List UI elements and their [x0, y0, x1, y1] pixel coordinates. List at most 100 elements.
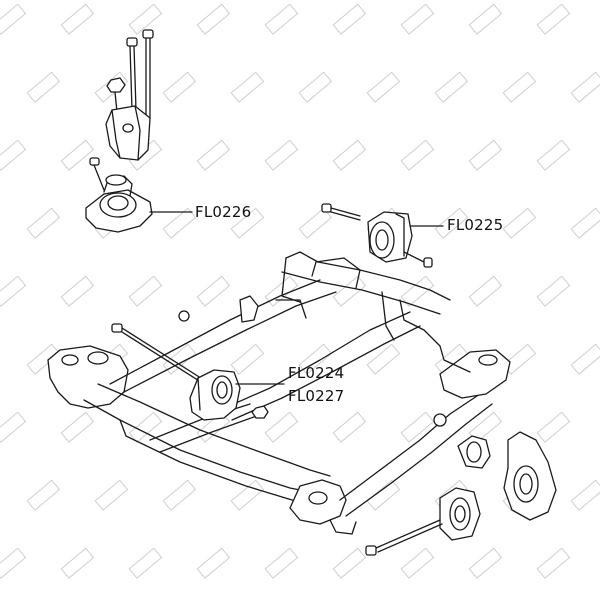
- watermark-frame: [570, 343, 600, 375]
- watermark-frame: [0, 3, 27, 35]
- watermark-frame: [162, 71, 197, 103]
- nut-icon: [106, 77, 126, 113]
- long-bolt-icon: [111, 323, 205, 385]
- watermark-stamp: [26, 71, 61, 103]
- watermark-stamp: [264, 139, 299, 171]
- watermark-stamp: [230, 343, 265, 375]
- watermark-stamp: [366, 343, 401, 375]
- watermark-stamp: [0, 3, 27, 35]
- watermark-frame: [434, 207, 469, 239]
- watermark-stamp: [332, 275, 367, 307]
- watermark-stamp: [60, 411, 95, 443]
- watermark-stamp: [94, 479, 129, 511]
- watermark-frame: [400, 3, 435, 35]
- watermark-frame: [60, 275, 95, 307]
- watermark-stamp: [434, 71, 469, 103]
- nut-2-icon: [251, 405, 269, 419]
- watermark-frame: [400, 547, 435, 579]
- watermark-frame: [468, 139, 503, 171]
- bolt-2-icon: [142, 29, 154, 119]
- watermark-frame: [332, 275, 367, 307]
- watermark-frame: [332, 547, 367, 579]
- watermark-stamp: [196, 3, 231, 35]
- watermark-stamp: [536, 411, 571, 443]
- watermark-frame: [536, 3, 571, 35]
- watermark-stamp: [264, 547, 299, 579]
- watermark-stamp: [468, 139, 503, 171]
- watermark-stamp: [468, 3, 503, 35]
- watermark-frame: [128, 275, 163, 307]
- watermark-stamp: [264, 411, 299, 443]
- watermark-stamp: [536, 275, 571, 307]
- watermark-stamp: [0, 275, 27, 307]
- watermark-stamp: [0, 547, 27, 579]
- watermark-stamp: [298, 207, 333, 239]
- watermark-stamp: [570, 207, 600, 239]
- watermark-stamp: [230, 207, 265, 239]
- watermark-frame: [128, 3, 163, 35]
- watermark-stamp: [0, 139, 27, 171]
- part-number-label-fl0225: FL0225: [447, 216, 504, 234]
- watermark-frame: [94, 479, 129, 511]
- watermark-frame: [196, 275, 231, 307]
- watermark-frame: [536, 547, 571, 579]
- watermark-frame: [0, 411, 27, 443]
- watermark-frame: [332, 411, 367, 443]
- watermark-stamp: [162, 479, 197, 511]
- watermark-frame: [60, 139, 95, 171]
- watermark-frame: [468, 275, 503, 307]
- watermark-frame: [162, 207, 197, 239]
- watermark-frame: [60, 547, 95, 579]
- watermark-frame: [264, 139, 299, 171]
- watermark-stamp: [196, 275, 231, 307]
- watermark-frame: [400, 275, 435, 307]
- watermark-frame: [332, 3, 367, 35]
- watermark-stamp: [332, 139, 367, 171]
- watermark-frame: [162, 479, 197, 511]
- watermark-stamp: [366, 479, 401, 511]
- watermark-frame: [570, 71, 600, 103]
- watermark-frame: [26, 207, 61, 239]
- watermark-stamp: [570, 343, 600, 375]
- watermark-stamp: [162, 71, 197, 103]
- watermark-stamp: [536, 3, 571, 35]
- watermark-frame: [298, 71, 333, 103]
- watermark-stamp: [400, 411, 435, 443]
- watermark-frame: [230, 343, 265, 375]
- watermark-stamp: [0, 411, 27, 443]
- watermark-frame: [366, 343, 401, 375]
- watermark-frame: [366, 71, 401, 103]
- bushing-group: [365, 431, 557, 556]
- bolt-1-icon: [126, 37, 138, 111]
- watermark-stamp: [128, 411, 163, 443]
- bolt-5-icon: [365, 519, 443, 556]
- watermark-frame: [60, 411, 95, 443]
- watermark-frame: [196, 547, 231, 579]
- watermark-stamp: [400, 547, 435, 579]
- watermark-frame: [434, 71, 469, 103]
- watermark-stamp: [366, 71, 401, 103]
- watermark-frame: [536, 275, 571, 307]
- watermark-stamp: [128, 547, 163, 579]
- watermark-stamp: [230, 71, 265, 103]
- watermark-frame: [196, 3, 231, 35]
- bolt-4-icon: [403, 251, 433, 268]
- watermark-stamp: [434, 207, 469, 239]
- watermark-stamp: [332, 547, 367, 579]
- watermark-stamp: [400, 275, 435, 307]
- engine-mount-fl0226: [85, 29, 193, 233]
- watermark-frame: [230, 479, 265, 511]
- watermark-frame: [570, 479, 600, 511]
- subframe: [47, 251, 511, 535]
- watermark-stamp: [26, 207, 61, 239]
- watermark-frame: [26, 343, 61, 375]
- part-number-label-fl0226: FL0226: [195, 203, 252, 221]
- watermark-frame: [298, 207, 333, 239]
- watermark-frame: [264, 3, 299, 35]
- watermark-stamp: [502, 207, 537, 239]
- watermark-stamp: [536, 547, 571, 579]
- watermark-frame: [400, 139, 435, 171]
- watermark-frame: [264, 411, 299, 443]
- watermark-frame: [536, 139, 571, 171]
